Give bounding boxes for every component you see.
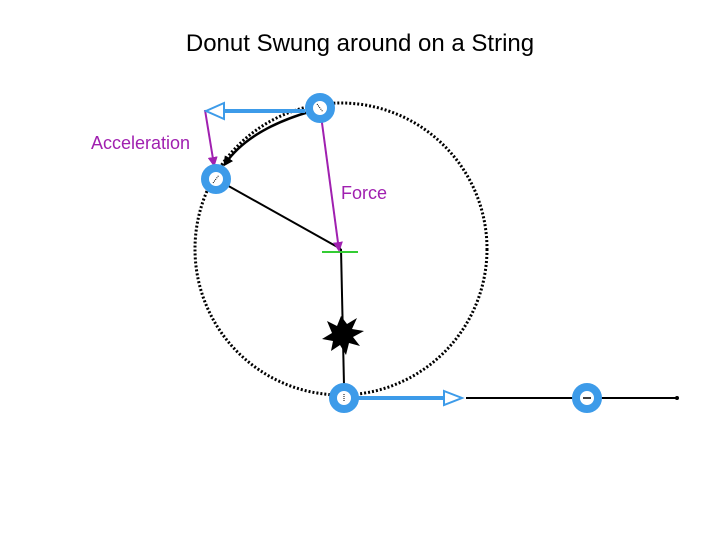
acceleration-label: Acceleration [91,133,191,153]
velocity-arrowhead-bottom [443,389,465,407]
force-arrow [319,107,343,252]
donut-left [201,164,231,194]
break-starburst [322,316,364,355]
string-line-bottom [340,248,345,386]
donut-released [572,383,602,413]
page-title: Donut Swung around on a String [185,30,535,57]
motion-curve-arrow [223,109,313,167]
acceleration-arrow [204,109,218,167]
path-end-dot [675,396,679,400]
donut-top [305,93,335,123]
donut-bottom [329,383,359,413]
velocity-arrowhead-top [203,101,225,121]
force-label: Force [341,183,388,203]
string-line-left [215,178,342,250]
